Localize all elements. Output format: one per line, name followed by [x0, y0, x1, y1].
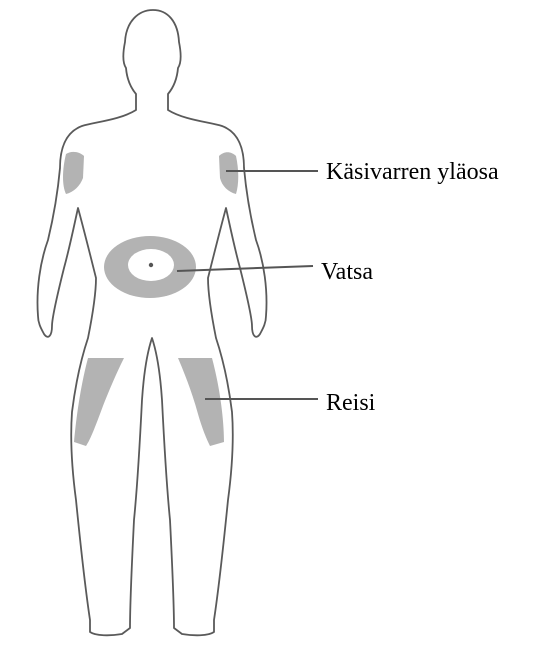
upper-arm-label: Käsivarren yläosa: [326, 160, 499, 184]
abdomen-label: Vatsa: [321, 260, 373, 284]
thigh-label: Reisi: [326, 391, 375, 415]
body-outline: [37, 10, 266, 635]
navel-dot: [149, 263, 153, 267]
